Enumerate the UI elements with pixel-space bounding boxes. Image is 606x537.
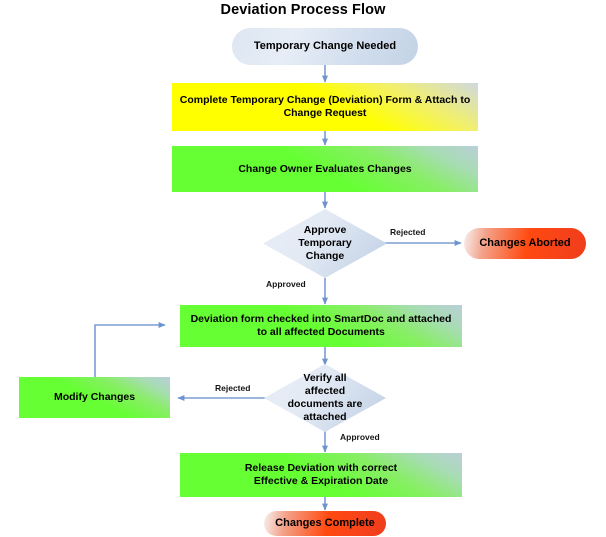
node-label-line2: to all affected Documents (257, 326, 385, 338)
node-label: Change Owner Evaluates Changes (238, 162, 412, 175)
node-label-line2: Temporary (298, 237, 352, 250)
node-label: Modify Changes (53, 391, 136, 404)
node-changes-aborted[interactable]: Changes Aborted (464, 228, 586, 259)
edge-modify-to-smartdoc (94, 322, 166, 377)
node-label: Changes Complete (275, 516, 375, 529)
node-label-line2: affected (304, 385, 346, 398)
edge-label-rejected-approve: Rejected (390, 227, 426, 237)
edge-label-approved-approve: Approved (266, 279, 306, 289)
node-release-deviation[interactable]: Release Deviation with correct Effective… (180, 453, 462, 497)
node-change-owner-evaluates-changes[interactable]: Change Owner Evaluates Changes (172, 146, 478, 192)
node-label-line1: Verify all (303, 372, 347, 385)
node-label-line2: Effective & Expiration Date (253, 475, 389, 487)
node-label: Changes Aborted (479, 236, 571, 249)
node-modify-changes[interactable]: Modify Changes (19, 377, 170, 418)
node-label-line1: Release Deviation with correct (244, 462, 398, 475)
edge-label-approved-verify: Approved (340, 432, 380, 442)
node-temporary-change-needed[interactable]: Temporary Change Needed (232, 28, 418, 65)
node-label-line4: attached (303, 410, 347, 423)
node-deviation-form-checked-into-smartdoc[interactable]: Deviation form checked into SmartDoc and… (180, 305, 462, 347)
node-label-line1: Deviation form checked into SmartDoc and… (190, 313, 452, 326)
node-label-line1: Approve (303, 224, 347, 237)
node-verify-documents-attached-decision[interactable]: Verify all affected documents are attach… (264, 364, 386, 432)
node-approve-temporary-change-decision[interactable]: Approve Temporary Change (263, 209, 387, 278)
node-label-group: Approve Temporary Change (263, 224, 387, 262)
node-label: Temporary Change Needed (253, 39, 397, 52)
node-label-line1: Complete Temporary Change (Deviation) Fo… (179, 94, 471, 107)
node-complete-temporary-change-form[interactable]: Complete Temporary Change (Deviation) Fo… (172, 83, 478, 131)
node-label-line2: Change Request (283, 107, 367, 119)
page-title: Deviation Process Flow (220, 2, 386, 18)
node-label-line3: Change (305, 249, 345, 262)
node-label-line3: documents are (287, 398, 363, 410)
node-changes-complete[interactable]: Changes Complete (264, 511, 386, 536)
edge-label-rejected-verify: Rejected (215, 383, 251, 393)
node-label-group: Verify all affected documents are attach… (264, 372, 386, 423)
